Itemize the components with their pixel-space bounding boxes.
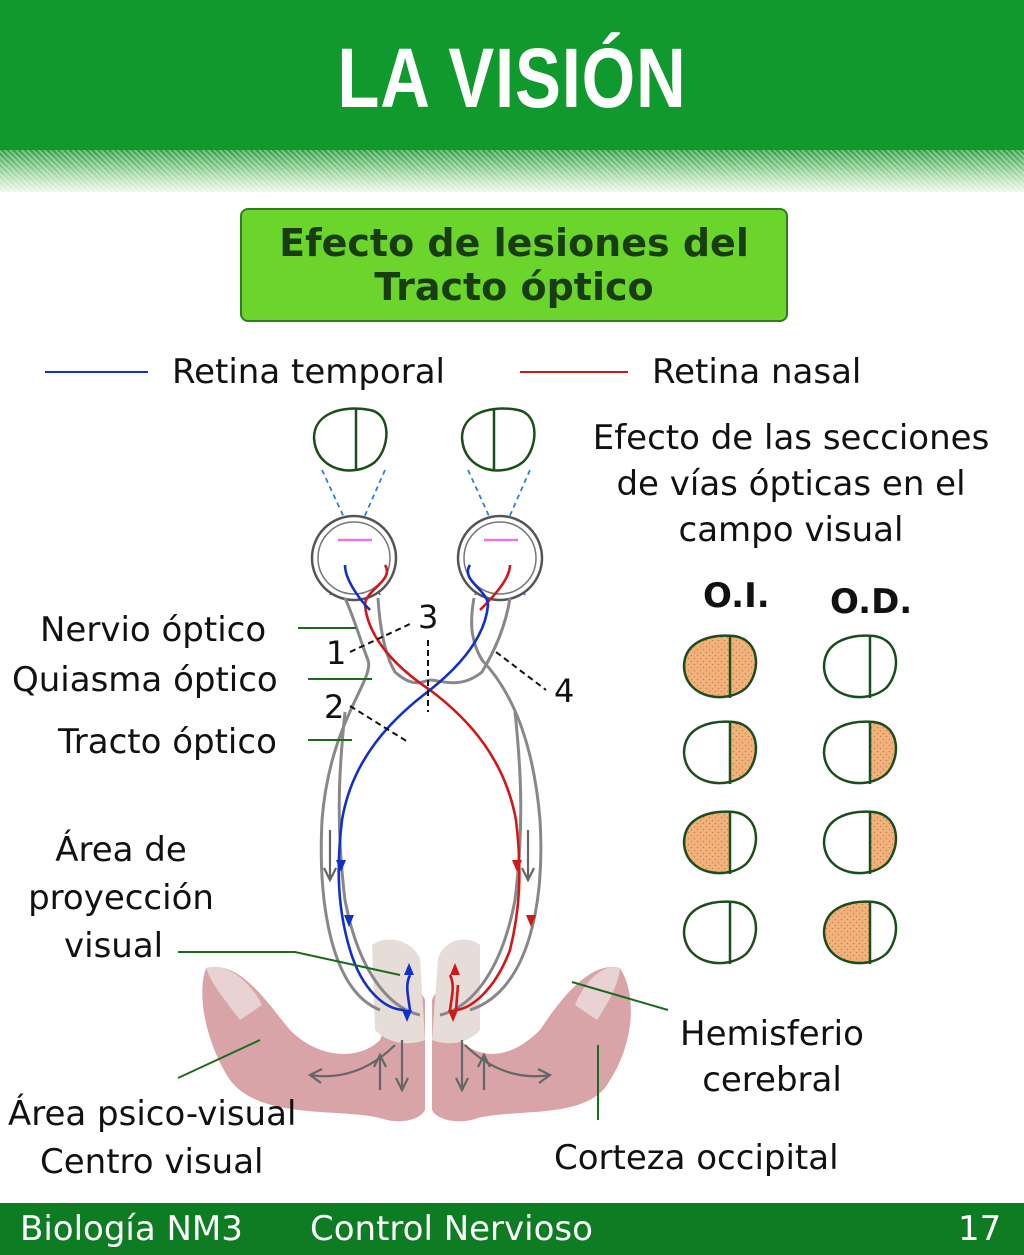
lesion-markers — [349, 623, 547, 743]
left-eyeball — [310, 514, 398, 602]
right-eyeball — [456, 514, 544, 602]
field-defect-od-lesion-1 — [822, 634, 898, 699]
label-hemisphere-2: cerebral — [702, 1060, 842, 1100]
visual-field-left-eye — [312, 407, 388, 472]
gray-radiation-arrows — [307, 830, 553, 1093]
right-hemisphere — [432, 939, 631, 1122]
column-right-eye: O.D. — [830, 582, 913, 622]
label-projection-area-3: visual — [64, 926, 164, 966]
temporal-arrows — [336, 860, 414, 1022]
legend-nasal-label: Retina nasal — [652, 352, 862, 392]
label-visual-center: Centro visual — [40, 1142, 264, 1182]
visual-field-right-eye — [460, 407, 536, 472]
projection-fiber-right — [448, 974, 455, 1011]
temporal-fibers-path — [337, 564, 490, 1012]
left-hemisphere — [202, 939, 425, 1122]
page-title: LA VISIÓN — [337, 31, 687, 125]
visual-field-defects — [682, 634, 898, 965]
footer-course: Biología NM3 — [20, 1209, 243, 1249]
lesion-number-4: 4 — [554, 672, 575, 710]
label-leaders — [177, 627, 669, 1120]
field-of-view-lines — [321, 469, 531, 596]
legend-temporal-label: Retina temporal — [172, 352, 445, 392]
effect-note-line-2: de vías ópticas en el — [616, 464, 966, 504]
footer-page-number: 17 — [958, 1209, 1002, 1249]
label-projection-area-2: proyección — [28, 878, 214, 918]
lesion-number-3: 3 — [418, 598, 439, 636]
field-defect-od-lesion-4 — [822, 900, 898, 965]
field-defect-oi-lesion-2 — [682, 720, 758, 785]
label-hemisphere-1: Hemisferio — [680, 1014, 864, 1054]
field-defect-od-lesion-3 — [822, 810, 898, 875]
label-projection-area-1: Área de — [55, 830, 187, 870]
label-optic-chiasm: Quiasma óptico — [12, 660, 278, 700]
subtitle-line-2: Tracto óptico — [374, 265, 654, 309]
label-optic-nerve: Nervio óptico — [40, 610, 267, 650]
lesion-number-2: 2 — [324, 688, 345, 726]
label-optic-tract: Tracto óptico — [58, 722, 277, 762]
nasal-arrows — [448, 860, 536, 1022]
field-defect-oi-lesion-4 — [682, 900, 758, 965]
header-gradient-band — [0, 150, 1024, 192]
label-psycho-visual-area: Área psico-visual — [8, 1094, 297, 1134]
footer-bar: Biología NM3 Control Nervioso 17 — [0, 1203, 1024, 1255]
lesion-number-1: 1 — [326, 634, 347, 672]
effect-note-line-3: campo visual — [678, 510, 904, 550]
effect-note-line-1: Efecto de las secciones — [592, 418, 990, 458]
field-defect-od-lesion-2 — [822, 720, 898, 785]
field-defect-oi-lesion-1 — [682, 634, 758, 699]
projection-fiber-left — [405, 974, 412, 1011]
label-occipital-cortex: Corteza occipital — [554, 1138, 839, 1178]
subtitle-box: Efecto de lesiones del Tracto óptico — [240, 208, 788, 322]
field-defect-oi-lesion-3 — [682, 810, 758, 875]
header-bar: LA VISIÓN — [0, 0, 1024, 150]
footer-topic: Control Nervioso — [310, 1209, 593, 1249]
column-left-eye: O.I. — [703, 576, 770, 616]
subtitle-line-1: Efecto de lesiones del — [279, 221, 749, 265]
